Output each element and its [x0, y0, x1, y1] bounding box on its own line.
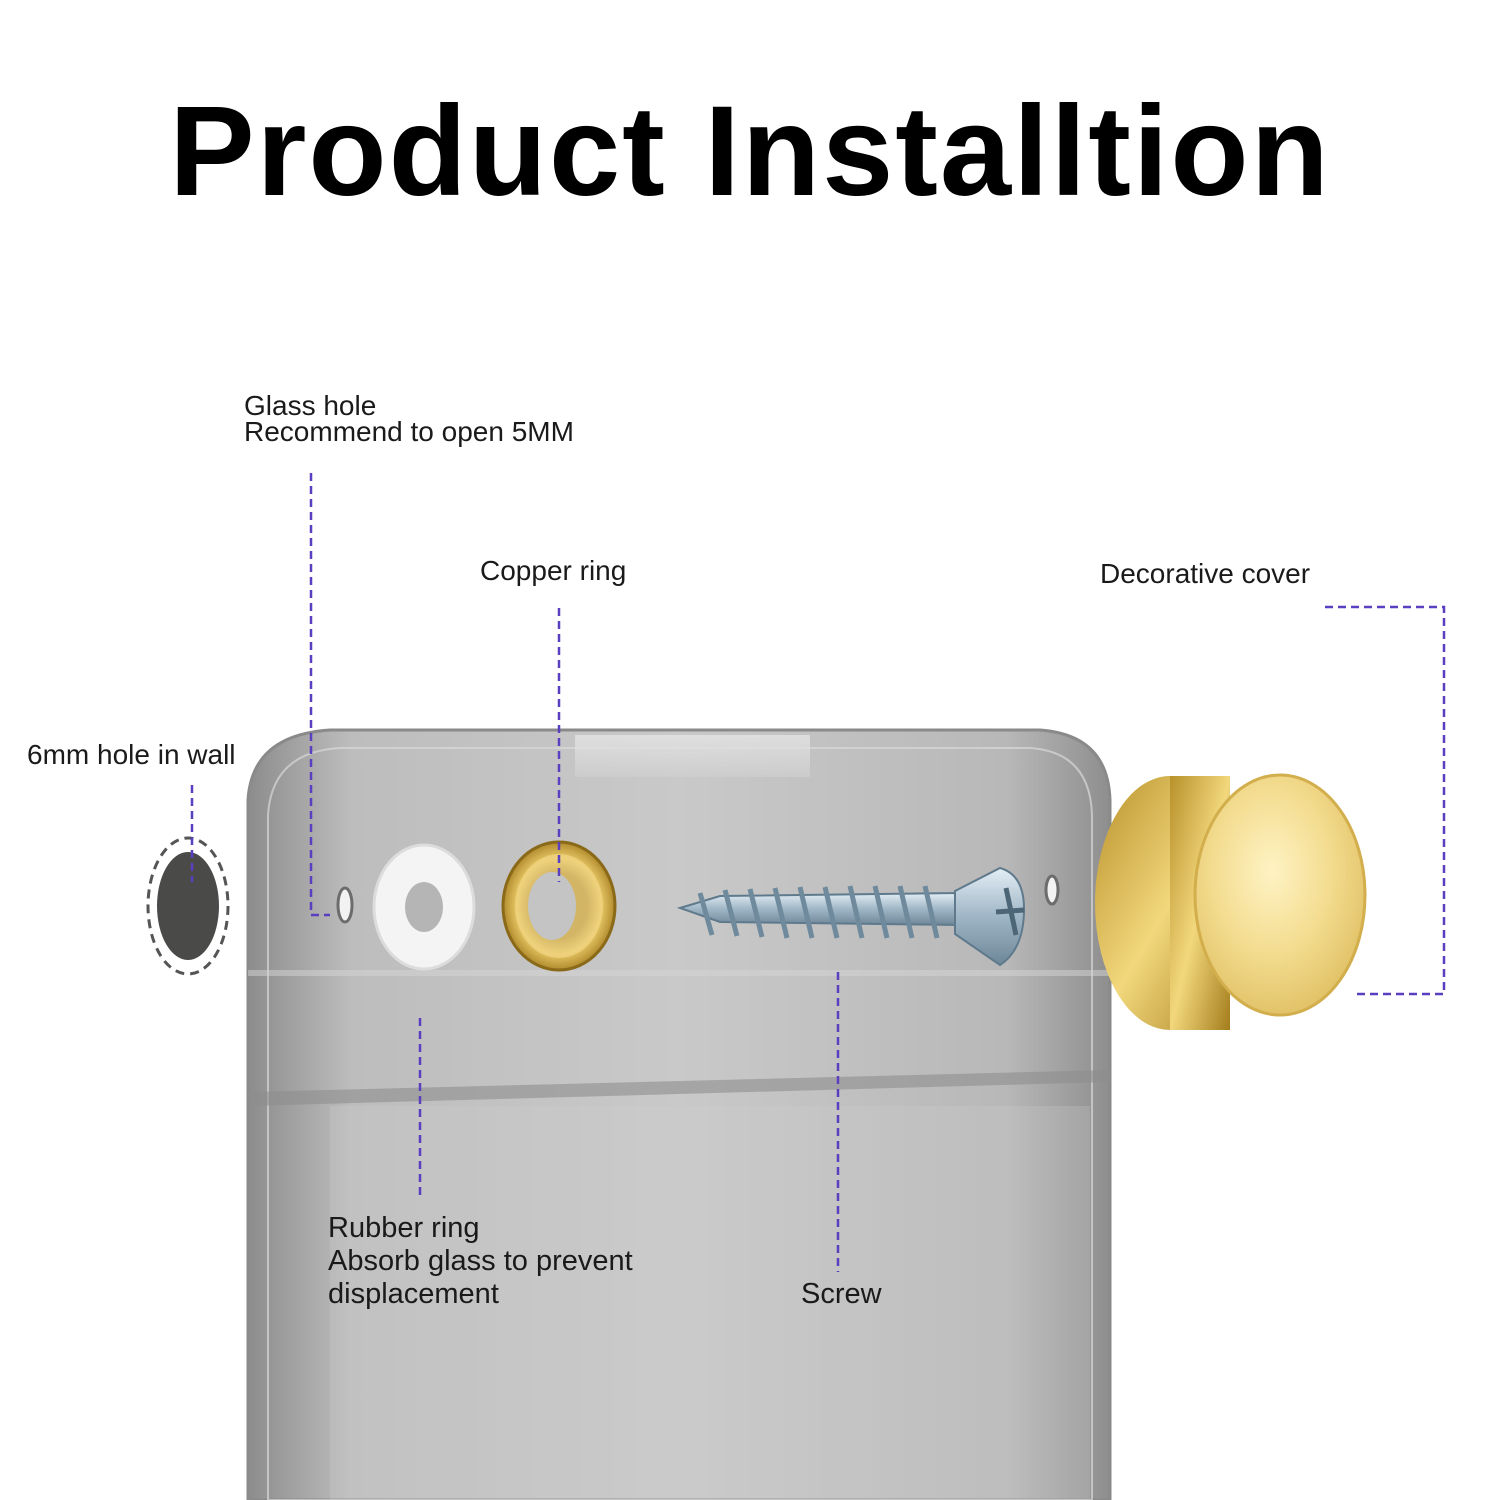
- copper-ring: [501, 840, 617, 972]
- wall-hole-label: 6mm hole in wall: [27, 739, 236, 770]
- glass-hole-label: Glass hole Recommend to open 5MM: [244, 390, 574, 447]
- glass-hole-left: [336, 886, 354, 924]
- rubber-ring-label-line2: Absorb glass to prevent: [328, 1245, 633, 1277]
- copper-ring-label: Copper ring: [480, 555, 627, 586]
- decorative-cover: [1095, 773, 1367, 1030]
- leader-lines: [190, 473, 1446, 1272]
- rubber-ring: [372, 843, 476, 971]
- screw: [676, 866, 1026, 967]
- wall-hole-diagram: [146, 836, 230, 976]
- glass-panel: [246, 728, 1112, 1500]
- leader-glass-hole: [309, 473, 330, 917]
- glass-hole-label-line1: Glass hole: [244, 390, 377, 421]
- glass-hole-right: [1044, 874, 1060, 906]
- page-title: Product Installtion: [169, 80, 1331, 223]
- rubber-ring-label: Rubber ring Absorb glass to prevent disp…: [328, 1212, 633, 1311]
- rubber-ring-label-line1: Rubber ring: [328, 1212, 480, 1244]
- screw-label: Screw: [801, 1278, 882, 1310]
- rubber-ring-label-line3: displacement: [328, 1278, 499, 1310]
- glass-hole-label-line2: Recommend to open 5MM: [244, 416, 574, 447]
- leader-decorative-cover: [1325, 605, 1446, 996]
- decorative-cover-label: Decorative cover: [1100, 558, 1311, 589]
